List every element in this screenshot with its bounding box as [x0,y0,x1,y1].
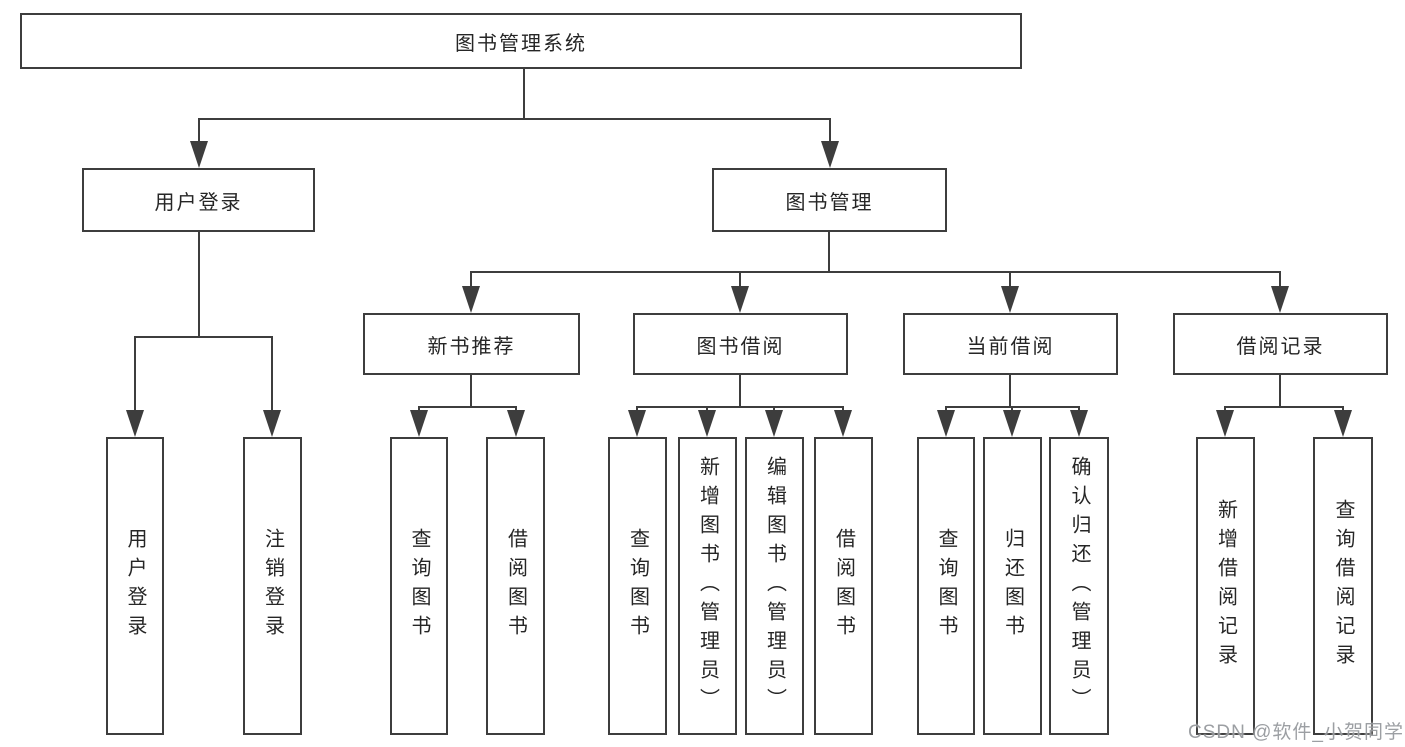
connector-line [470,374,472,408]
connector-line [470,271,472,289]
leaf-confirm-return-admin: 确认归还（管理员） [1049,437,1109,735]
node-book-management: 图书管理 [712,168,947,232]
leaf-query-borrow-record: 查询借阅记录 [1313,437,1373,735]
leaf-borrow-book-recommend: 借阅图书 [486,437,545,735]
leaf-return-book: 归还图书 [983,437,1042,735]
connector-line [523,69,525,119]
arrow-down-icon [263,410,281,437]
connector-line [828,232,830,273]
leaf-edit-book-admin: 编辑图书（管理员） [745,437,804,735]
arrow-down-icon [190,141,208,168]
arrow-down-icon [410,410,428,437]
arrow-down-icon [628,410,646,437]
arrow-down-icon [507,410,525,437]
arrow-down-icon [1001,286,1019,313]
connector-line [271,336,273,414]
connector-line [198,118,200,144]
connector-line [1224,406,1344,408]
connector-line [739,271,741,289]
connector-line [418,406,517,408]
connector-line [1279,374,1281,408]
leaf-logout: 注销登录 [243,437,302,735]
arrow-down-icon [765,410,783,437]
arrow-down-icon [937,410,955,437]
node-user-login: 用户登录 [82,168,315,232]
leaf-borrow-book: 借阅图书 [814,437,873,735]
connector-line [1009,271,1011,289]
arrow-down-icon [1070,410,1088,437]
leaf-query-book-current: 查询图书 [917,437,975,735]
connector-line [470,271,1281,273]
connector-line [829,118,831,144]
arrow-down-icon [1271,286,1289,313]
connector-line [198,118,831,120]
arrow-down-icon [698,410,716,437]
connector-line [198,232,200,337]
arrow-down-icon [731,286,749,313]
leaf-query-book-recommend: 查询图书 [390,437,448,735]
node-book-borrow: 图书借阅 [633,313,848,375]
connector-line [134,336,273,338]
leaf-add-borrow-record: 新增借阅记录 [1196,437,1255,735]
connector-line [739,374,741,408]
leaf-query-book-borrow: 查询图书 [608,437,667,735]
node-new-book-recommend: 新书推荐 [363,313,580,375]
arrow-down-icon [126,410,144,437]
arrow-down-icon [1334,410,1352,437]
node-root-system: 图书管理系统 [20,13,1022,69]
arrow-down-icon [834,410,852,437]
connector-line [1009,374,1011,408]
arrow-down-icon [462,286,480,313]
arrow-down-icon [821,141,839,168]
connector-line [636,406,844,408]
arrow-down-icon [1003,410,1021,437]
node-current-borrow: 当前借阅 [903,313,1118,375]
connector-line [134,336,136,414]
leaf-add-book-admin: 新增图书（管理员） [678,437,737,735]
arrow-down-icon [1216,410,1234,437]
leaf-user-login: 用户登录 [106,437,164,735]
connector-line [1279,271,1281,289]
watermark-csdn: CSDN @软件_小贺同学 [1188,722,1404,743]
node-borrow-records: 借阅记录 [1173,313,1388,375]
